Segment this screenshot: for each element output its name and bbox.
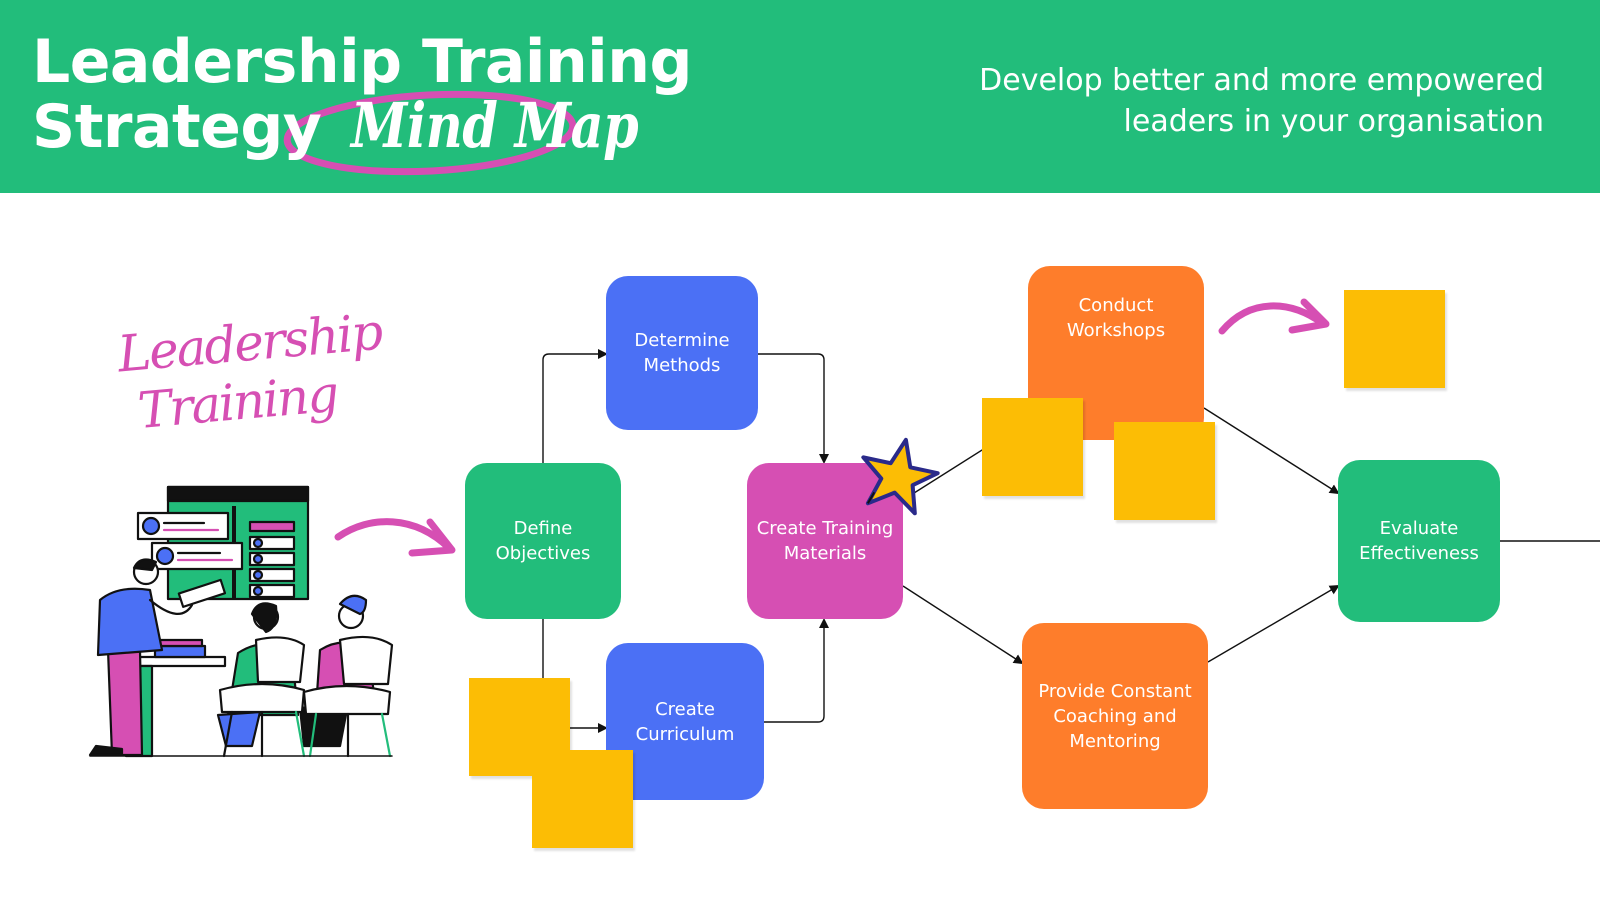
- page-subtitle: Develop better and more empowered leader…: [924, 60, 1544, 142]
- connector-coaching-to-evaluate: [1207, 584, 1340, 663]
- subtitle-line-1: Develop better and more empowered: [979, 63, 1544, 98]
- header-banner: Leadership Training Strategy Mind Map Dev…: [0, 0, 1600, 193]
- node-evaluate-effectiveness[interactable]: Evaluate Effectiveness: [1338, 460, 1500, 622]
- connector-objectives-to-methods: [542, 349, 608, 463]
- title-highlight: Mind Map: [351, 89, 639, 162]
- connector-curriculum-to-materials: [764, 618, 829, 723]
- node-create-curriculum[interactable]: Create Curriculum: [606, 643, 764, 800]
- title-line-2: Strategy: [32, 92, 322, 162]
- highlight-ellipse-icon: [283, 90, 577, 176]
- sticky-note[interactable]: [1344, 290, 1445, 388]
- node-define-objectives[interactable]: Define Objectives: [465, 463, 621, 619]
- connector-workshops-to-evaluate: [1203, 407, 1340, 495]
- title-line-1: Leadership Training: [32, 27, 692, 97]
- connector-materials-to-coaching: [902, 585, 1024, 665]
- sticky-note[interactable]: [982, 398, 1083, 496]
- connector-methods-to-materials: [758, 353, 829, 464]
- node-determine-methods[interactable]: Determine Methods: [606, 276, 758, 430]
- sticky-note[interactable]: [1114, 422, 1215, 520]
- sticky-note[interactable]: [532, 750, 633, 848]
- subtitle-line-2: leaders in your organisation: [1123, 104, 1544, 139]
- page-title: Leadership Training Strategy Mind Map: [32, 30, 702, 159]
- node-provide-coaching[interactable]: Provide Constant Coaching and Mentoring: [1022, 623, 1208, 809]
